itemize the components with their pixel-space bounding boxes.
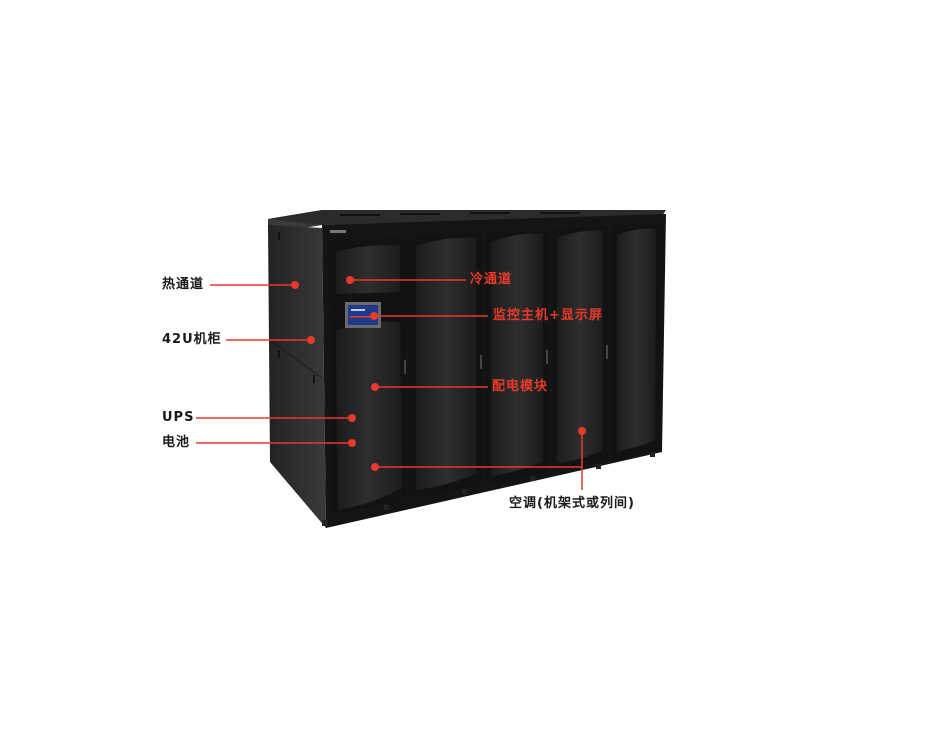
label-pdu: 配电模块 <box>492 379 549 394</box>
label-42u-rack: 42U机柜 <box>162 332 222 347</box>
label-air-conditioner: 空调(机架式或列间) <box>509 496 635 511</box>
callout-lines <box>196 279 583 490</box>
callout-dots <box>291 276 586 471</box>
label-monitor-host: 监控主机+显示屏 <box>493 308 603 323</box>
label-hot-aisle: 热通道 <box>162 277 205 292</box>
label-ups: UPS <box>162 410 195 425</box>
cabinet-doors <box>330 224 662 515</box>
label-battery: 电池 <box>162 435 191 450</box>
cabinet-feet <box>322 452 655 526</box>
cabinet-top <box>268 210 666 234</box>
cabinet-side-panel <box>268 225 326 528</box>
brand-logo <box>330 230 346 233</box>
label-cold-aisle: 冷通道 <box>470 272 513 287</box>
